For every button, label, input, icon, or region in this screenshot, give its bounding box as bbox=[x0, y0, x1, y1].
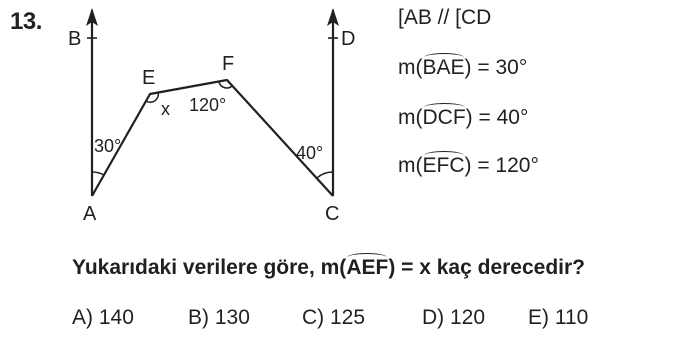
path-aefc bbox=[91, 78, 334, 197]
question-number: 13. bbox=[10, 8, 42, 35]
given-dcf-suffix: ) = 40° bbox=[465, 106, 529, 129]
label-angle-a: 30° bbox=[94, 136, 121, 156]
question-prefix: Yukarıdaki verilere göre, m( bbox=[72, 256, 347, 279]
label-point-d: D bbox=[341, 28, 355, 50]
given-bae-suffix: ) = 30° bbox=[464, 56, 528, 79]
choice-b[interactable]: B) 130 bbox=[188, 306, 250, 329]
given-dcf-prefix: m( bbox=[398, 106, 423, 129]
choice-d[interactable]: D) 120 bbox=[422, 306, 486, 329]
angle-arc-e bbox=[145, 91, 160, 104]
label-angle-e: x bbox=[161, 99, 170, 119]
question-arc-text: AEF bbox=[346, 253, 389, 279]
given-angle-dcf: m(DCF) = 40° bbox=[398, 103, 529, 130]
given-efc-arc-text: EFC bbox=[422, 151, 465, 177]
label-point-c: C bbox=[325, 203, 339, 225]
label-point-b: B bbox=[68, 28, 81, 50]
question-text: Yukarıdaki verilere göre, m(AEF) = x kaç… bbox=[72, 253, 586, 280]
label-angle-f: 120° bbox=[189, 95, 226, 115]
label-point-e: E bbox=[142, 67, 155, 89]
arrow-d-icon bbox=[327, 8, 339, 26]
given-bae-arc-text: BAE bbox=[422, 53, 465, 79]
given-angle-bae: m(BAE) = 30° bbox=[398, 53, 528, 80]
given-dcf-arc-text: DCF bbox=[422, 103, 466, 129]
given-bae-prefix: m( bbox=[398, 56, 423, 79]
given-efc-prefix: m( bbox=[398, 154, 423, 177]
given-angle-efc: m(EFC) = 120° bbox=[398, 151, 539, 178]
arrow-b-icon bbox=[86, 8, 98, 26]
angle-arc-a bbox=[91, 171, 105, 176]
label-point-a: A bbox=[83, 203, 97, 225]
choice-a[interactable]: A) 140 bbox=[72, 306, 134, 329]
choice-e[interactable]: E) 110 bbox=[528, 306, 589, 329]
question-suffix: ) = x kaç derecedir? bbox=[388, 256, 586, 279]
label-angle-c: 40° bbox=[296, 143, 323, 163]
given-parallel: [AB // [CD bbox=[398, 6, 492, 29]
choice-c[interactable]: C) 125 bbox=[302, 306, 366, 329]
angle-arc-c bbox=[315, 171, 334, 180]
label-point-f: F bbox=[222, 53, 234, 75]
given-efc-suffix: ) = 120° bbox=[464, 154, 539, 177]
angle-arc-f bbox=[218, 81, 233, 89]
